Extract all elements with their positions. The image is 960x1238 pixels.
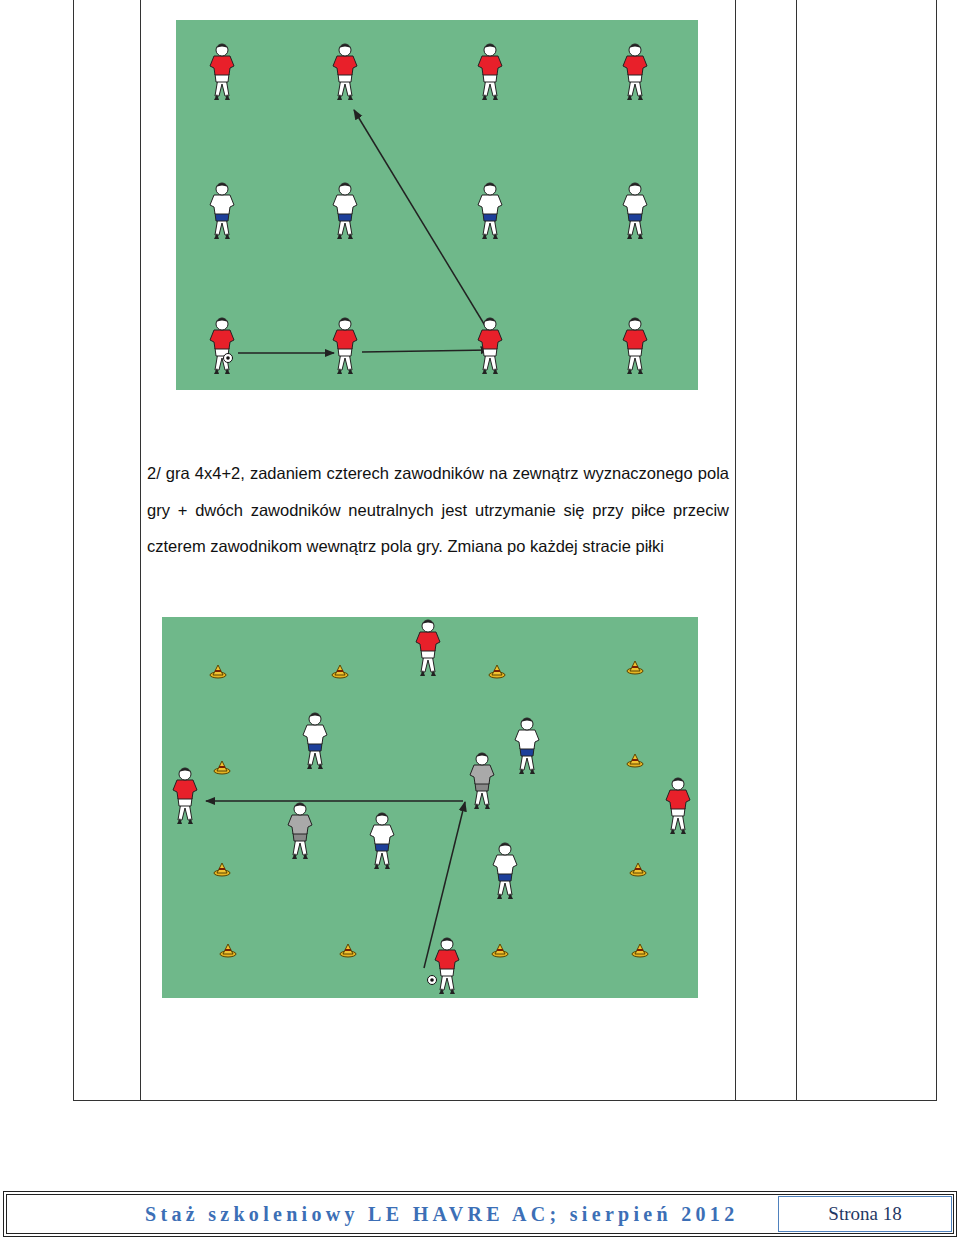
table-rule <box>796 0 797 1100</box>
player <box>623 183 647 239</box>
player <box>478 44 502 100</box>
player <box>173 768 197 824</box>
player <box>416 620 440 676</box>
cone <box>214 863 230 876</box>
cone <box>220 944 236 957</box>
player <box>493 843 517 899</box>
page-number-box: Strona 18 <box>778 1196 952 1232</box>
footer-title: Staż szkoleniowy LE HAVRE AC; sierpień 2… <box>145 1200 738 1228</box>
pass-arrow <box>238 352 334 354</box>
player <box>333 318 357 374</box>
pass-arrow <box>362 350 490 352</box>
cone <box>492 944 508 957</box>
player <box>333 183 357 239</box>
cone <box>332 665 348 678</box>
table-rule <box>735 0 736 1100</box>
pass-arrow <box>354 110 495 342</box>
cone <box>627 754 643 767</box>
players <box>173 44 690 994</box>
player <box>623 44 647 100</box>
player <box>370 813 394 869</box>
cone <box>214 761 230 774</box>
player <box>210 44 234 100</box>
player <box>623 318 647 374</box>
player <box>478 318 502 374</box>
table-frame <box>74 0 937 1101</box>
player <box>288 803 312 859</box>
ball <box>224 354 233 363</box>
cone <box>632 944 648 957</box>
pass-arrow <box>206 800 463 802</box>
player <box>470 753 494 809</box>
instruction-text: 2/ gra 4x4+2, zadaniem czterech zawodnik… <box>147 455 729 565</box>
table-rule <box>140 0 141 1100</box>
cone <box>489 665 505 678</box>
footer-frame <box>4 1192 957 1237</box>
player <box>303 713 327 769</box>
cone <box>627 661 643 674</box>
pitch <box>162 617 698 998</box>
player <box>333 44 357 100</box>
player <box>666 778 690 834</box>
player <box>210 183 234 239</box>
page-number: Strona 18 <box>828 1203 901 1225</box>
ball <box>428 976 437 985</box>
cone <box>340 944 356 957</box>
player <box>515 718 539 774</box>
player <box>210 318 234 374</box>
footer-frame <box>7 1195 954 1234</box>
pitch <box>176 20 698 390</box>
cone <box>630 863 646 876</box>
player <box>435 938 459 994</box>
cone <box>210 665 226 678</box>
pass-arrow <box>424 802 465 968</box>
player <box>478 183 502 239</box>
